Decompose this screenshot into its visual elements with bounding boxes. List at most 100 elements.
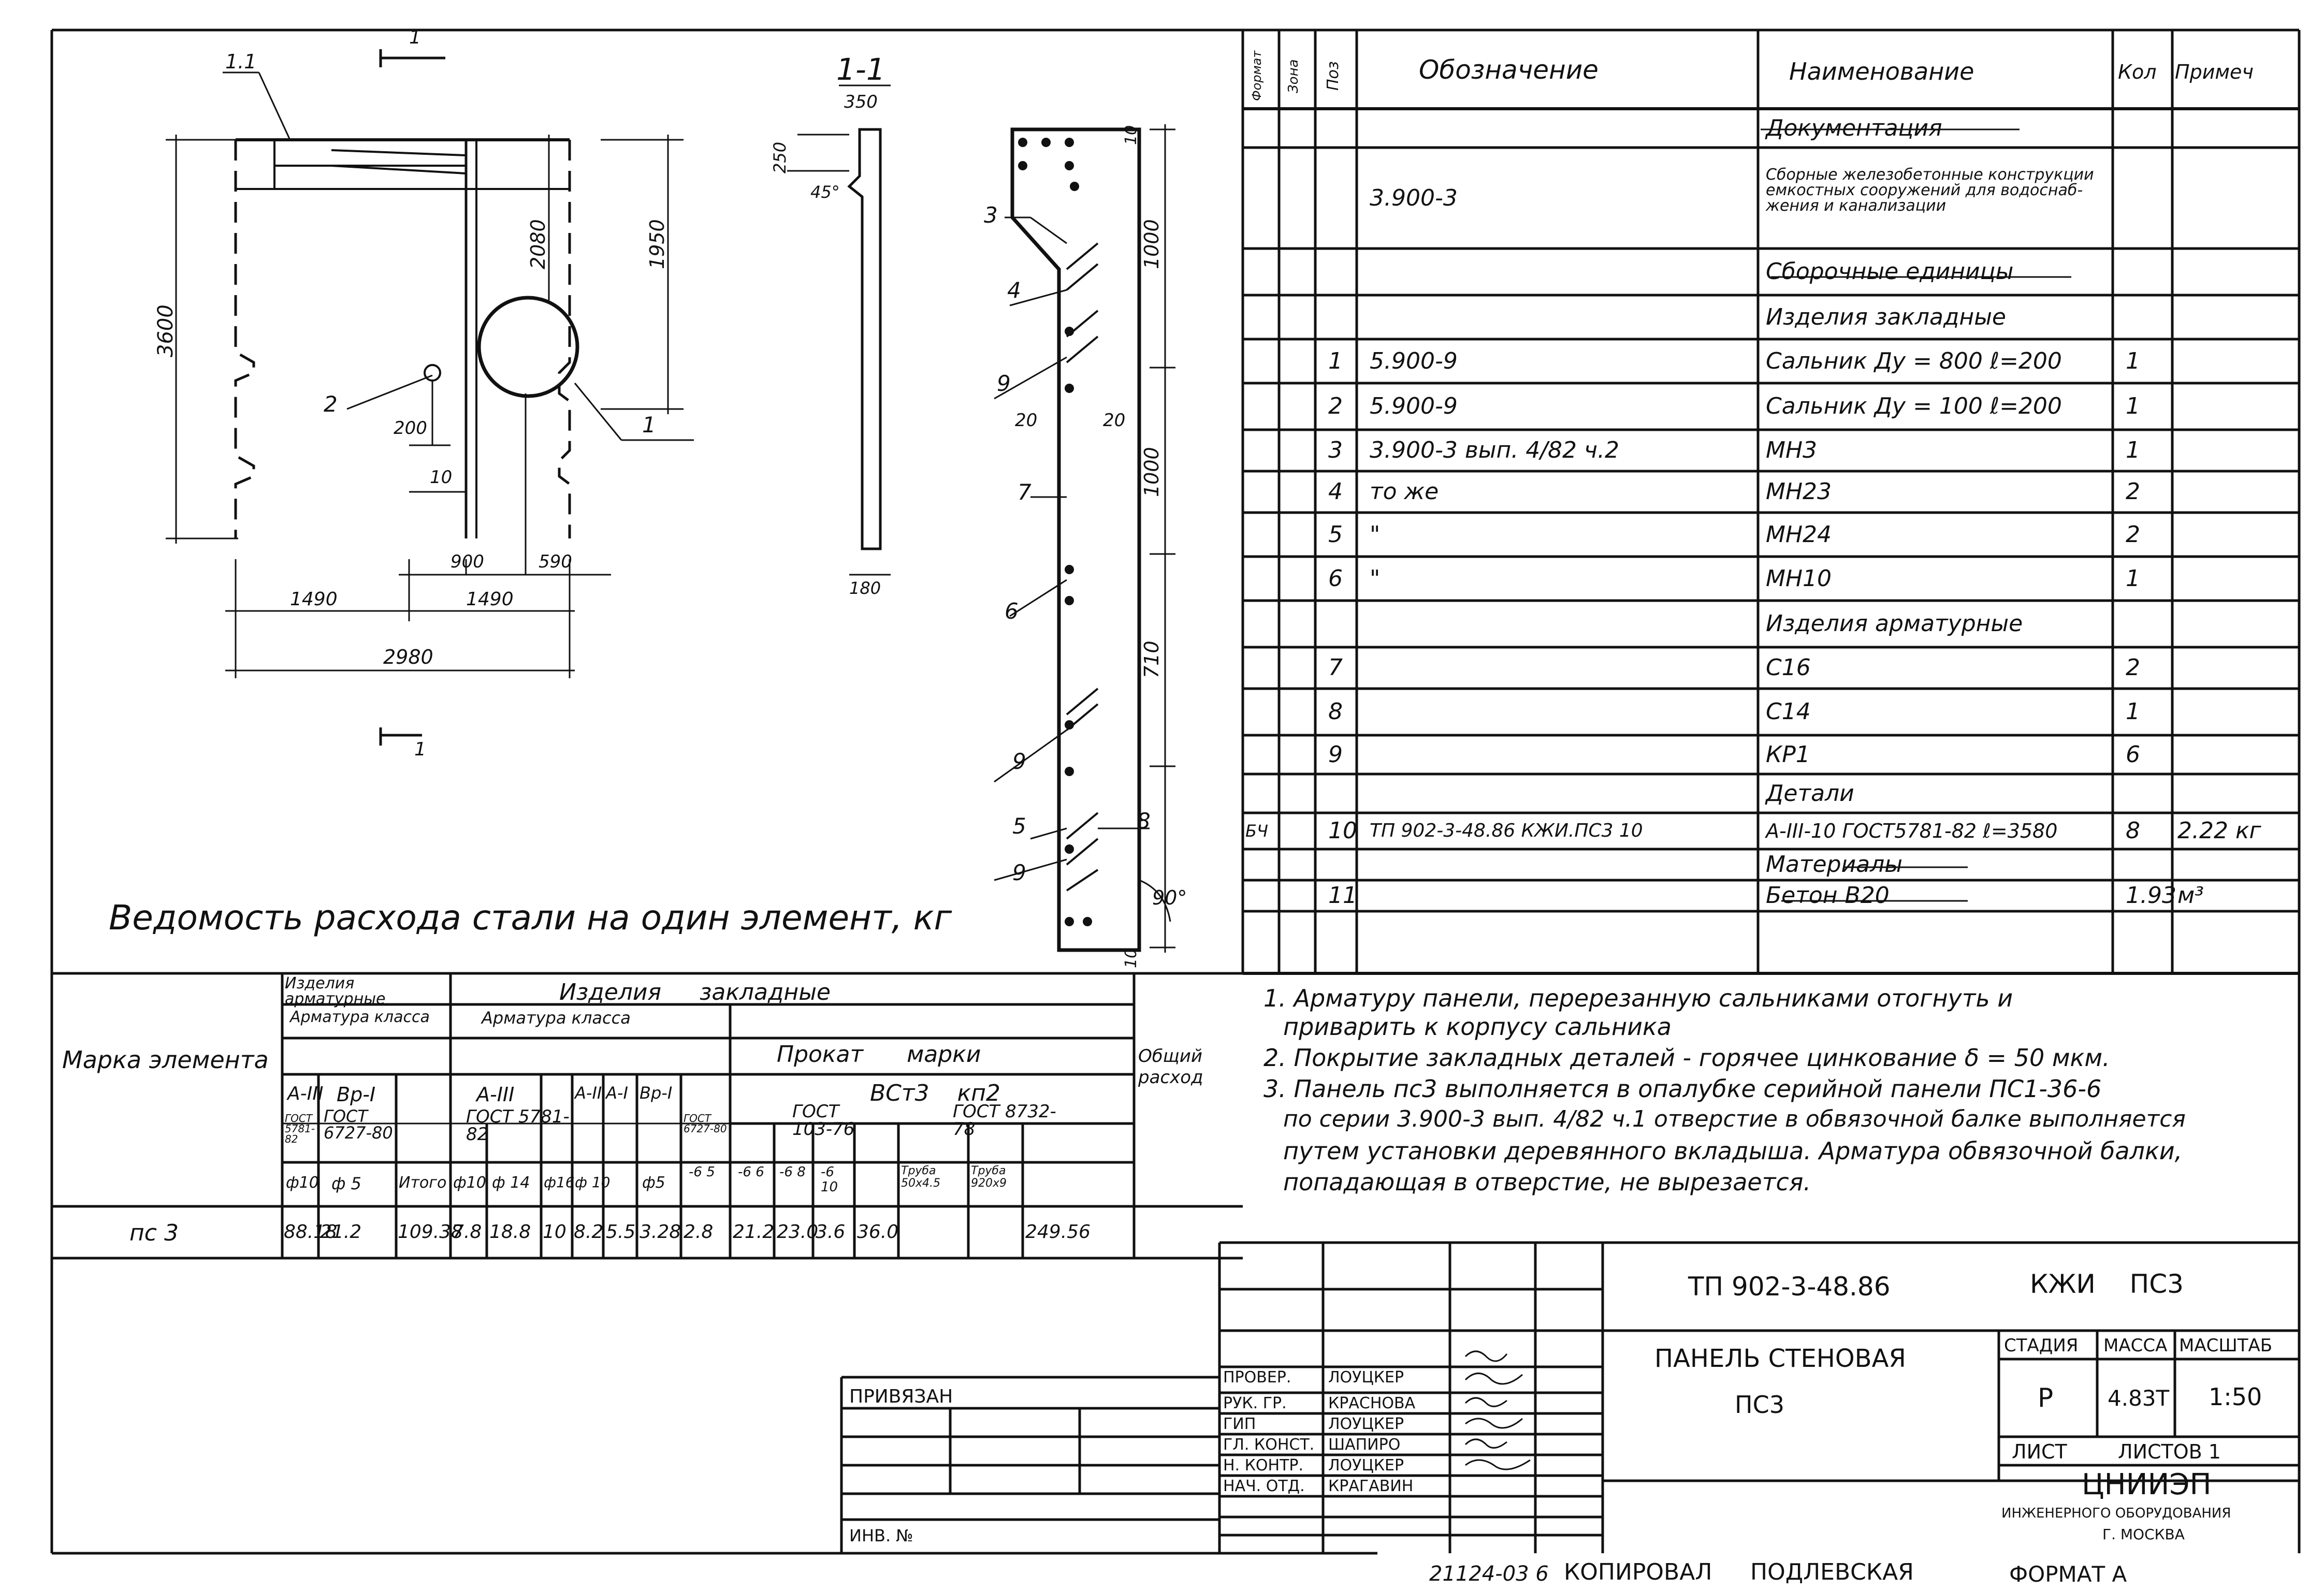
doc-code: ТП 902-3-48.86 bbox=[1688, 1272, 1891, 1302]
role-person: Лоуцкер bbox=[1328, 1456, 1404, 1475]
role-label: Гл. конст. bbox=[1223, 1436, 1315, 1454]
dim-1490-left: 1490 bbox=[290, 589, 338, 610]
col-bp1: Вр-I bbox=[337, 1083, 376, 1106]
spec-cell-name: МН24 bbox=[1766, 521, 1832, 548]
spec-header-pos: Поз bbox=[1324, 61, 1342, 91]
title-block-grid bbox=[840, 1241, 2299, 1553]
mark-5: 5 bbox=[1012, 813, 1026, 839]
spec-cell-pos: 9 bbox=[1328, 741, 1343, 768]
size-f5-b: ф5 bbox=[642, 1174, 665, 1192]
gost-5781: ГОСТ 5781-82 bbox=[285, 1112, 315, 1145]
spec-cell-qty: 6 bbox=[2126, 741, 2140, 768]
header-scale: Масштаб bbox=[2179, 1335, 2273, 1356]
signatures bbox=[1464, 1350, 1531, 1470]
dim-10-top: 10 bbox=[1122, 125, 1140, 145]
spec-cell-qty: 1 bbox=[2126, 347, 2140, 374]
spec-cell-qty: 1 bbox=[2126, 437, 2140, 463]
spec-cell-pos: 4 bbox=[1328, 478, 1343, 505]
gost-8732: ГОСТ 8732-78 bbox=[953, 1101, 1056, 1140]
mark-7: 7 bbox=[1018, 479, 1032, 505]
dim-180: 180 bbox=[849, 578, 881, 598]
mark-9c: 9 bbox=[1012, 860, 1026, 885]
note-line: попадающая в отверстие, не вырезается. bbox=[1283, 1168, 1811, 1196]
spec-header-zone: Зона bbox=[1286, 59, 1301, 93]
role-person: Крагавин bbox=[1328, 1477, 1414, 1495]
steel-value: 2.8 bbox=[684, 1221, 714, 1243]
spec-cell-name: Бетон В20 bbox=[1766, 882, 1890, 909]
role-label: ГИП bbox=[1223, 1415, 1256, 1433]
steel-value: 5.5 bbox=[606, 1221, 636, 1243]
size-6x8: -6 8 bbox=[779, 1164, 806, 1180]
spec-cell-qty: 1 bbox=[2126, 393, 2140, 419]
header-stage: Стадия bbox=[2004, 1335, 2079, 1356]
spec-cell-designation: ТП 902-3-48.86 КЖИ.ПС3 10 bbox=[1370, 820, 1643, 841]
spec-header-format: Формат bbox=[1250, 50, 1264, 101]
steel-value: 21.2 bbox=[733, 1221, 775, 1243]
spec-header-name: Наименование bbox=[1789, 57, 1974, 85]
spec-cell-designation: то же bbox=[1370, 478, 1439, 505]
dim-590: 590 bbox=[539, 551, 572, 572]
dim-1950: 1950 bbox=[646, 219, 669, 269]
dim-2080: 2080 bbox=[527, 219, 549, 269]
spec-cell-pos: 6 bbox=[1328, 565, 1343, 592]
steel-value: 109.38 bbox=[398, 1221, 463, 1243]
doc-name: Панель стеновая bbox=[1654, 1344, 1906, 1373]
steel-header-total: Общий расход bbox=[1138, 1046, 1203, 1088]
col-a2: А-II bbox=[575, 1083, 602, 1103]
spec-cell-designation: 5.900-9 bbox=[1370, 393, 1458, 419]
spec-cell-designation: " bbox=[1370, 565, 1381, 592]
dim-1000-top: 1000 bbox=[1140, 219, 1163, 269]
dim-710: 710 bbox=[1140, 640, 1163, 678]
steel-header-rolled: Прокат марки bbox=[777, 1041, 981, 1068]
spec-cell-name: Изделия закладные bbox=[1766, 303, 2006, 330]
note-line: путем установки деревянного вкладыша. Ар… bbox=[1283, 1137, 2183, 1165]
spec-header-designation: Обозначение bbox=[1419, 55, 1599, 85]
spec-cell-designation: 3.900-3 bbox=[1370, 184, 1458, 211]
size-itogo: Итого bbox=[399, 1174, 447, 1192]
spec-cell-name: Сальник Ду = 100 ℓ=200 bbox=[1766, 393, 2062, 419]
spec-cell-pos: 5 bbox=[1328, 521, 1343, 548]
dim-90: 90° bbox=[1152, 886, 1187, 909]
callout-1: 1 bbox=[642, 412, 656, 437]
size-6x5: -6 5 bbox=[689, 1164, 715, 1180]
steel-value: 7.8 bbox=[452, 1221, 482, 1243]
col-a3: А-III bbox=[287, 1083, 324, 1104]
col-a1: А-I bbox=[606, 1083, 628, 1103]
col-bp1-emb: Вр-I bbox=[640, 1083, 673, 1103]
mark-4: 4 bbox=[1007, 278, 1021, 303]
spec-cell-note: м³ bbox=[2177, 882, 2204, 909]
note-line: по серии 3.900-3 вып. 4/82 ч.1 отверстие… bbox=[1283, 1106, 2186, 1132]
spec-table-grid bbox=[1243, 30, 2299, 975]
note-line: 3. Панель пс3 выполняется в опалубке сер… bbox=[1263, 1075, 2102, 1103]
steel-value: 249.56 bbox=[1025, 1221, 1091, 1243]
size-tube-2: Труба 920x9 bbox=[971, 1164, 1007, 1190]
dim-1000-mid: 1000 bbox=[1140, 447, 1163, 497]
mark-6: 6 bbox=[1005, 599, 1019, 624]
sheets-label: Листов 1 bbox=[2118, 1440, 2221, 1463]
steel-value: 8.2 bbox=[574, 1221, 604, 1243]
spec-cell-pos: 2 bbox=[1328, 393, 1343, 419]
size-f5: ф 5 bbox=[331, 1174, 361, 1193]
spec-cell-pos: 11 bbox=[1328, 882, 1357, 909]
section-title: 1-1 bbox=[836, 52, 885, 87]
dim-200: 200 bbox=[394, 418, 427, 439]
callout-1-1: 1.1 bbox=[225, 50, 257, 73]
mark-9b: 9 bbox=[1012, 749, 1026, 774]
col-vst3: ВСт3 кп2 bbox=[870, 1080, 1000, 1106]
spec-cell-name: МН3 bbox=[1766, 437, 1818, 463]
spec-cell-qty: 1.93 bbox=[2126, 882, 2176, 909]
gost-5781-emb: ГОСТ 5781-82 bbox=[466, 1106, 570, 1145]
spec-cell-pos: 3 bbox=[1328, 437, 1343, 463]
dim-3600: 3600 bbox=[154, 304, 178, 357]
stage-value: Р bbox=[2038, 1383, 2054, 1413]
spec-cell-pos: 7 bbox=[1328, 654, 1343, 681]
sheet-code: КЖИ пс3 bbox=[2030, 1269, 2184, 1299]
spec-cell-name: Сборные железобетонные конструкции емкос… bbox=[1766, 165, 2094, 215]
dim-20-right: 20 bbox=[1103, 410, 1126, 431]
dim-10: 10 bbox=[430, 467, 453, 488]
mark-3: 3 bbox=[984, 202, 998, 228]
steel-value: 21.2 bbox=[320, 1221, 362, 1243]
steel-value: 10 bbox=[543, 1221, 567, 1243]
spec-cell-qty: 2 bbox=[2126, 478, 2140, 505]
